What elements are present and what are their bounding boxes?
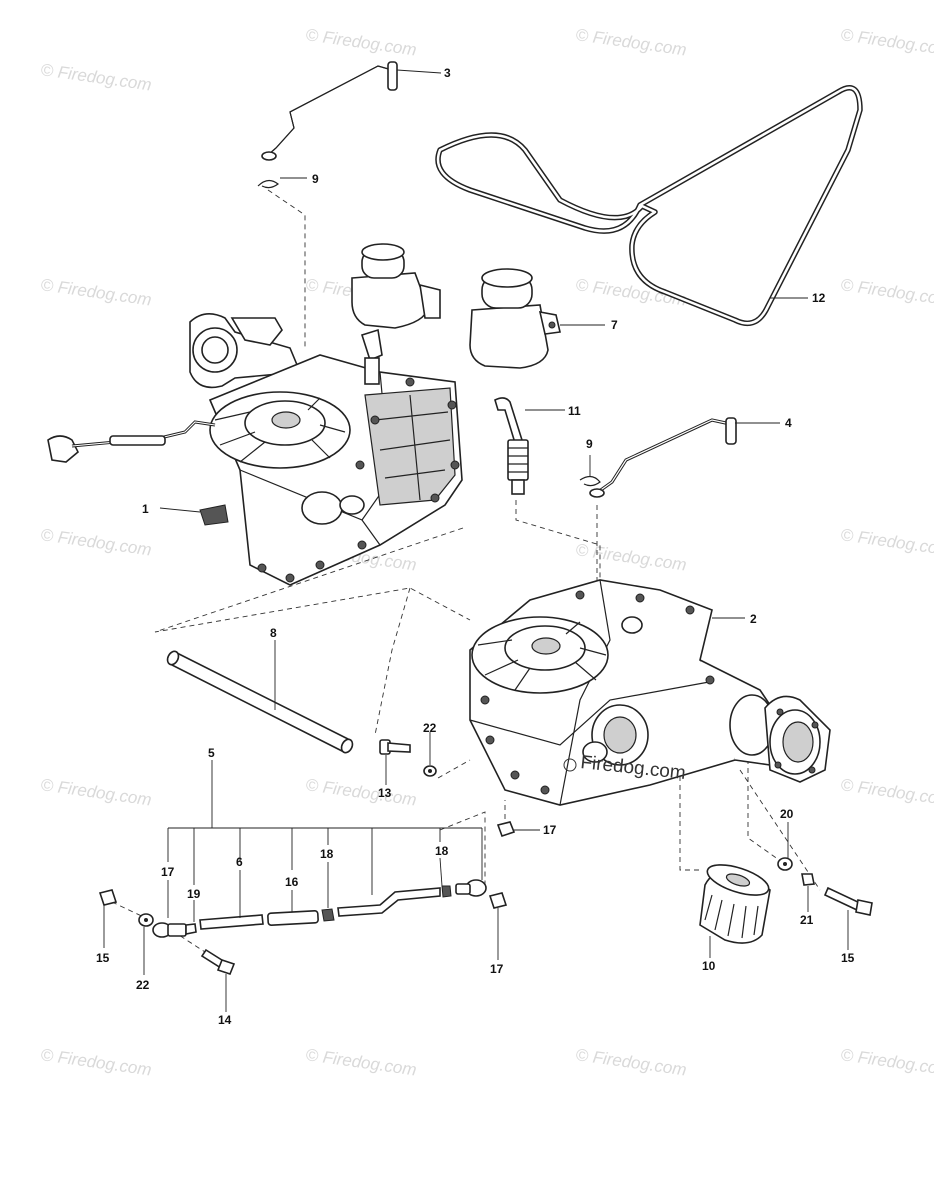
washer-22-upper [423,765,437,777]
callout-9: 9 [312,172,319,186]
control-rod-3 [261,61,398,161]
callout-20: 20 [780,807,794,821]
callout-17: 17 [490,962,504,976]
callout-16: 15 [841,951,855,965]
callout-7: 7 [611,318,618,332]
watermark: © Firedog.com [574,1045,687,1079]
callout-9: 9 [586,437,593,451]
callout-22: 22 [423,721,437,735]
callout-11: 11 [568,404,581,418]
callout-4: 4 [785,416,792,430]
oil-filter-10 [699,864,771,944]
watermark: © Firedog.com [304,25,417,59]
watermark: © Firedog.com [574,540,687,574]
callout-18: 18 [435,844,449,858]
callout-15: 13 [378,786,392,800]
nut-17-left [98,889,118,906]
shaft-8 [166,650,354,754]
watermark: © Firedog.com [39,775,152,809]
watermark: © Firedog.com [39,1045,152,1079]
callout-8: 8 [270,626,277,640]
callout-18: 19 [187,887,201,901]
bolt-16 [823,886,873,916]
washer-22-lower [138,913,154,927]
breather-fitting-11 [494,397,529,495]
watermark: © Firedog.com [39,525,152,559]
transaxle-left-1 [47,243,463,586]
callout-10: 10 [702,959,716,973]
watermark: © Firedog.com [839,1045,934,1079]
watermark: © Firedog.com [304,1045,417,1079]
nut-17-upper [496,821,516,838]
callout-17: 15 [96,951,110,965]
callout-21: 21 [800,913,814,927]
callout-6: 6 [236,855,243,869]
callouts: 3 9 1 7 12 11 4 9 2 8 22 5 13 17 20 18 1… [96,66,855,1027]
nut-21 [801,873,815,886]
assembly-lines [111,189,821,953]
linkage-assembly-5 [152,879,487,938]
callout-3: 3 [444,66,451,80]
callout-19: 18 [320,847,334,861]
callout-22: 22 [136,978,150,992]
callout-14: 12 [812,291,826,305]
bolt-15-upper [379,739,411,755]
callout-12: 17 [161,865,175,879]
callout-1: 1 [142,502,149,516]
clip-9-lower [579,475,601,487]
nut-17-right [488,892,508,909]
watermark: © Firedog.com [839,525,934,559]
watermark: © Firedog.com [39,275,152,309]
watermark: © Firedog.com [839,275,934,309]
drive-belt-14 [435,85,863,327]
leader-lines [103,69,849,1012]
watermark: © Firedog.com [574,25,687,59]
washer-20 [777,857,793,871]
callout-17: 17 [543,823,557,837]
watermark: © Firedog.com [304,775,417,809]
callout-15: 14 [218,1013,232,1027]
watermark: © Firedog.com [39,60,152,94]
bolt-15-lower [200,948,236,975]
control-rod-4 [589,417,737,498]
transaxle-right-2 [469,579,831,806]
watermark: © Firedog.com [839,775,934,809]
callout-5: 5 [208,746,215,760]
callout-2: 2 [750,612,757,626]
clip-9-upper [257,179,279,189]
callout-13: 16 [285,875,299,889]
oil-reservoir-7 [469,268,561,369]
watermark: © Firedog.com [839,25,934,59]
